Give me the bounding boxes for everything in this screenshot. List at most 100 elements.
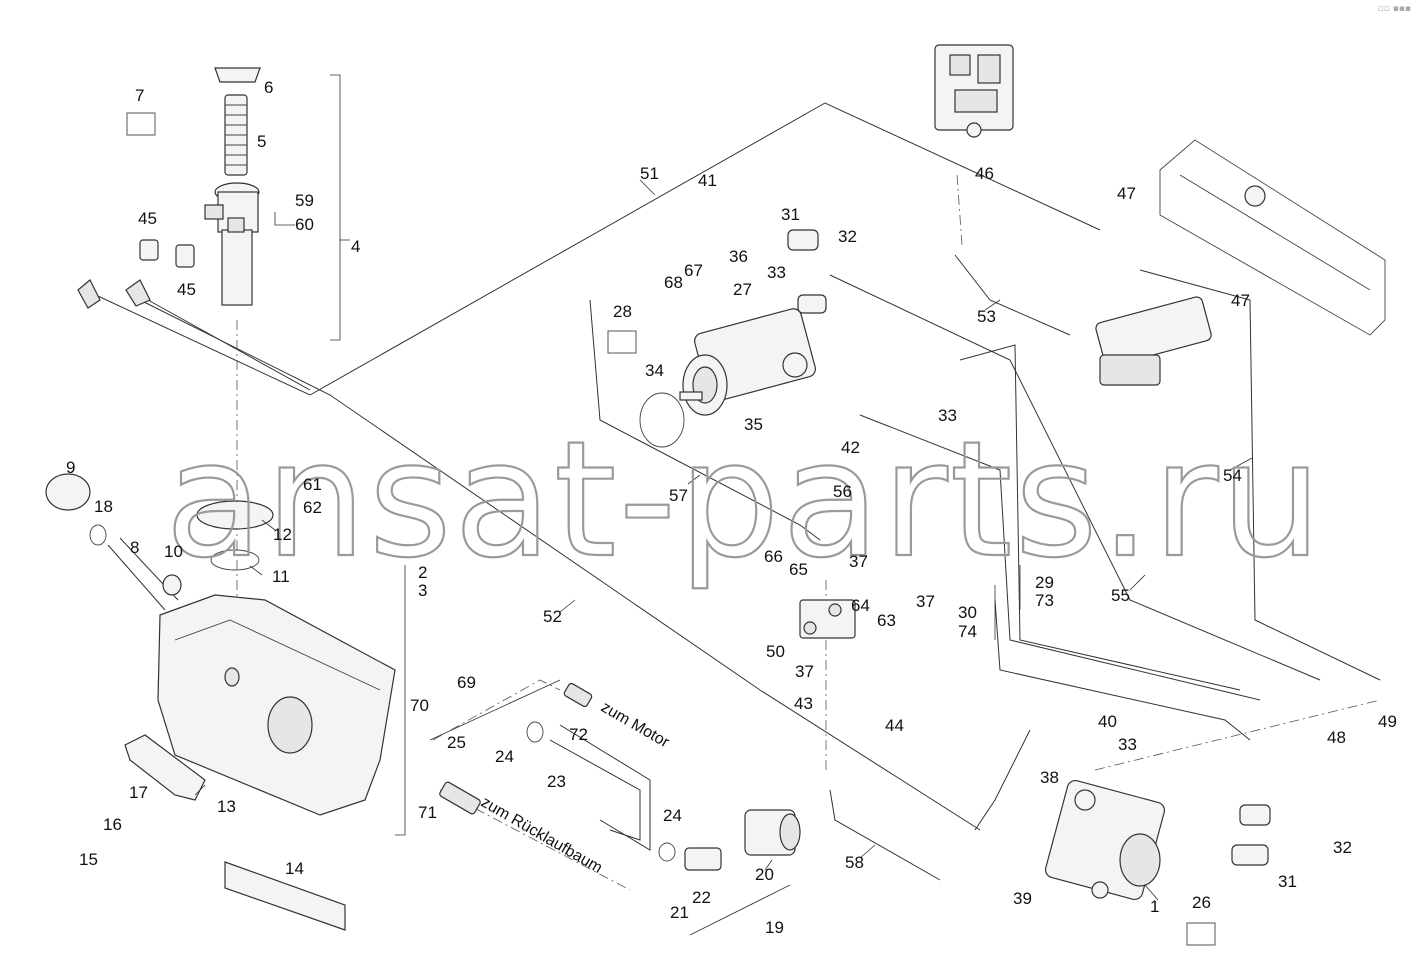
part-label-43: 43 — [794, 694, 813, 713]
part-label-63: 63 — [877, 611, 896, 630]
lead-1 — [1144, 884, 1159, 901]
part-label-22: 22 — [692, 888, 711, 907]
lead-51 — [639, 179, 656, 196]
part-label-47a: 47 — [1117, 184, 1136, 203]
valve-block — [934, 44, 1014, 131]
hose-end-left — [77, 279, 101, 309]
fitting-45a — [139, 239, 159, 261]
valve-section — [977, 54, 1001, 84]
boom-assembly — [1095, 139, 1386, 386]
part-label-39: 39 — [1013, 889, 1032, 908]
filter-element-ribs — [225, 104, 247, 166]
clamp-24a — [526, 721, 544, 743]
part-label-11: 11 — [272, 567, 290, 586]
part-label-23: 23 — [547, 772, 566, 791]
ring-18 — [89, 524, 107, 546]
part-label-60: 60 — [295, 215, 314, 234]
part-label-5: 5 — [257, 132, 266, 151]
o-ring-34 — [639, 392, 685, 448]
boom-fitting — [1244, 185, 1266, 207]
part-label-10: 10 — [164, 542, 183, 561]
pipe-23-b — [559, 724, 651, 851]
bracket-19 — [689, 884, 791, 936]
part-label-33c: 33 — [1118, 735, 1137, 754]
part-label-12: 12 — [273, 525, 292, 544]
part-label-46: 46 — [975, 164, 994, 183]
part-label-66: 66 — [764, 547, 783, 566]
part-label-62: 62 — [303, 498, 322, 517]
part-label-51: 51 — [640, 164, 659, 183]
block-50-port — [803, 621, 817, 635]
part-label-13: 13 — [217, 797, 236, 816]
clamp-31a — [787, 229, 819, 251]
hose-51 — [84, 102, 1101, 396]
part-label-28: 28 — [613, 302, 632, 321]
hose-lines — [84, 102, 1381, 881]
leader-lines — [194, 74, 1253, 936]
distributor-lower — [1099, 354, 1161, 386]
boom-outline — [1159, 139, 1386, 336]
part-label-20: 20 — [755, 865, 774, 884]
part-label-17: 17 — [129, 783, 148, 802]
note-zum-ruecklaufbaum: zum Rücklaufbaum — [478, 794, 605, 877]
centerline-48 — [1094, 699, 1381, 771]
filter-assembly-4 — [204, 67, 261, 306]
lead-55 — [1129, 574, 1146, 591]
filter-port — [227, 217, 245, 233]
part-label-57: 57 — [669, 486, 688, 505]
hose-56 — [859, 414, 1261, 701]
part-label-26: 26 — [1192, 893, 1211, 912]
part-label-65: 65 — [789, 560, 808, 579]
fitting-72 — [563, 682, 593, 708]
clamp-31b-b — [1231, 844, 1269, 866]
part-label-33a: 33 — [767, 263, 786, 282]
valve-port — [966, 122, 982, 138]
lead-20 — [764, 859, 773, 871]
gear-pump-face — [779, 813, 801, 851]
part-label-67: 67 — [684, 261, 703, 280]
lead-58 — [859, 844, 876, 859]
part-label-58: 58 — [845, 853, 864, 872]
clamp-31a-b — [797, 294, 827, 314]
centerline-46 — [956, 174, 963, 246]
gear-pump-20 — [744, 809, 801, 856]
part-label-72: 72 — [569, 725, 588, 744]
kit-box-26 — [1186, 922, 1216, 946]
cap-9 — [45, 473, 91, 511]
part-label-53: 53 — [977, 307, 996, 326]
part-label-54: 54 — [1223, 466, 1242, 485]
part-label-37b: 37 — [916, 592, 935, 611]
part-label-16: 16 — [103, 815, 122, 834]
part-label-38: 38 — [1040, 768, 1059, 787]
part-label-50: 50 — [766, 642, 785, 661]
lead-11 — [249, 565, 263, 576]
hose-end-left-2 — [125, 279, 151, 307]
part-label-7: 7 — [135, 86, 144, 105]
seal-11 — [210, 549, 260, 571]
fitting-45b — [175, 244, 195, 268]
bar-14 — [224, 861, 346, 931]
part-label-44: 44 — [885, 716, 904, 735]
lead-54 — [1229, 457, 1253, 471]
motor-port — [782, 352, 808, 378]
clamp-24b — [658, 842, 676, 862]
part-label-1: 1 — [1150, 897, 1159, 916]
part-label-32a: 32 — [838, 227, 857, 246]
part-label-29: 29 — [1035, 573, 1054, 592]
part-label-18: 18 — [94, 497, 113, 516]
kit-box-7 — [126, 112, 156, 136]
part-label-24b: 24 — [663, 806, 682, 825]
tank-inspection-port — [267, 696, 313, 754]
part-label-8: 8 — [130, 538, 139, 557]
part-label-3: 3 — [418, 581, 427, 600]
part-label-42: 42 — [841, 438, 860, 457]
block-50-port — [828, 603, 842, 617]
part-label-70: 70 — [410, 696, 429, 715]
valve-block-50 — [799, 599, 856, 639]
pipe-8 — [107, 544, 166, 611]
part-label-61: 61 — [303, 475, 322, 494]
hose-52 — [139, 299, 981, 831]
part-label-2: 2 — [418, 563, 427, 582]
part-label-31a: 31 — [781, 205, 800, 224]
